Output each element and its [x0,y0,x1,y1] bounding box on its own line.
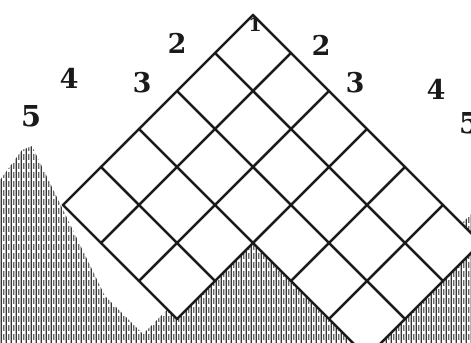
label-left-4: 4 [60,64,79,95]
label-right-5: 5 [459,106,471,140]
label-top-1: 1 [248,14,261,36]
label-right-4: 4 [427,75,446,106]
label-right-2: 2 [312,31,331,62]
label-right-3: 3 [346,68,365,99]
label-left-2: 2 [168,29,187,60]
label-left-5: 5 [21,99,41,133]
label-left-3: 3 [133,68,152,99]
